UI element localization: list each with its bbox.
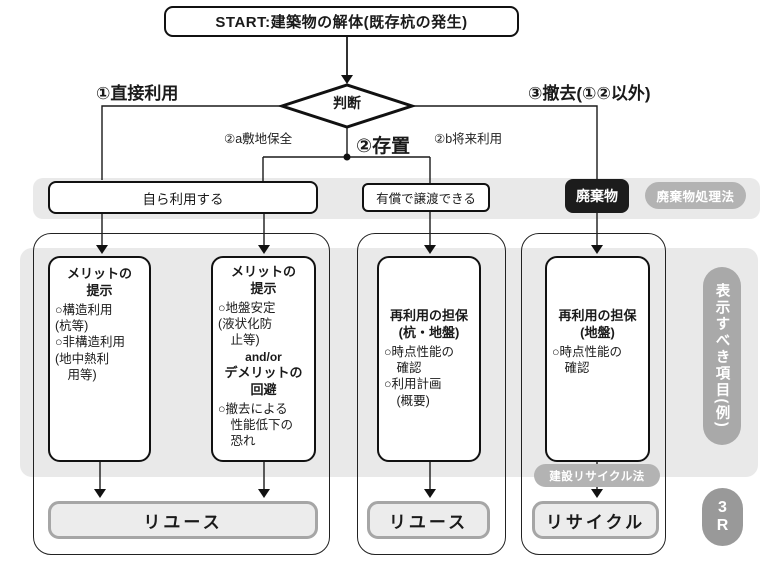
decision-label: 判断 — [333, 95, 361, 111]
merit-box-ground: メリットの 提示 ○地盤安定 (液状化防 止等) and/or デメリットの 回… — [211, 256, 316, 462]
reuse-guarantee-heading: 再利用の担保 (杭・地盤) — [389, 308, 468, 340]
merit-box-ground-body1: ○地盤安定 (液状化防 止等) — [218, 300, 276, 348]
group-removal — [521, 233, 666, 555]
reuse-guarantee-box-pile-ground: 再利用の担保 (杭・地盤) ○時点性能の 確認 ○利用計画 (概要) — [377, 256, 481, 462]
merit-box-ground-heading: メリットの 提示 — [230, 264, 296, 296]
arrowheads — [94, 75, 603, 498]
andor-label: and/or — [245, 349, 282, 364]
branch2-label: ②存置 — [356, 136, 411, 157]
reuse-guarantee-box-ground: 再利用の担保 (地盤) ○時点性能の 確認 — [545, 256, 650, 462]
demerit-body: ○撤去による 性能低下の 恐れ — [218, 401, 294, 449]
branch2b-label: ②b将来利用 — [434, 132, 503, 146]
demerit-heading: デメリットの 回避 — [224, 365, 303, 398]
waste-law-badge: 廃棄物処理法 — [645, 182, 746, 209]
start-node: START:建築物の解体(既存杭の発生) — [164, 6, 519, 37]
group-transfer — [357, 233, 506, 555]
self-use-node: 自ら利用する — [48, 181, 318, 214]
waste-node: 廃棄物 — [565, 179, 629, 213]
reuse-guarantee-body: ○時点性能の 確認 ○利用計画 (概要) — [384, 344, 455, 408]
decision-diamond — [277, 83, 417, 129]
transfer-node: 有償で譲渡できる — [362, 183, 490, 212]
reuse-guarantee2-body: ○時点性能の 確認 — [552, 344, 623, 376]
display-items-side-label: 表示すべき項目(例) — [703, 267, 741, 445]
outcome-reuse-left: リユース — [48, 501, 318, 539]
branch2a-label: ②a敷地保全 — [224, 132, 293, 146]
outcome-recycle: リサイクル — [532, 501, 659, 539]
construction-recycle-law-badge: 建設リサイクル法 — [534, 464, 660, 487]
junction-dot — [343, 153, 351, 161]
outcome-reuse-middle: リユース — [367, 501, 490, 539]
branch1-label: ①直接利用 — [96, 84, 179, 103]
merit-box-structural-body: ○構造利用 (杭等) ○非構造利用 (地中熱利 用等) — [55, 302, 126, 382]
group-direct-use — [33, 233, 330, 555]
reuse-guarantee2-heading: 再利用の担保 (地盤) — [558, 308, 637, 340]
badge-3r: 3 R — [702, 488, 743, 546]
merit-box-structural-heading: メリットの 提示 — [66, 266, 132, 298]
merit-box-structural: メリットの 提示 ○構造利用 (杭等) ○非構造利用 (地中熱利 用等) — [48, 256, 151, 462]
branch3-label: ③撤去(①②以外) — [528, 84, 651, 103]
